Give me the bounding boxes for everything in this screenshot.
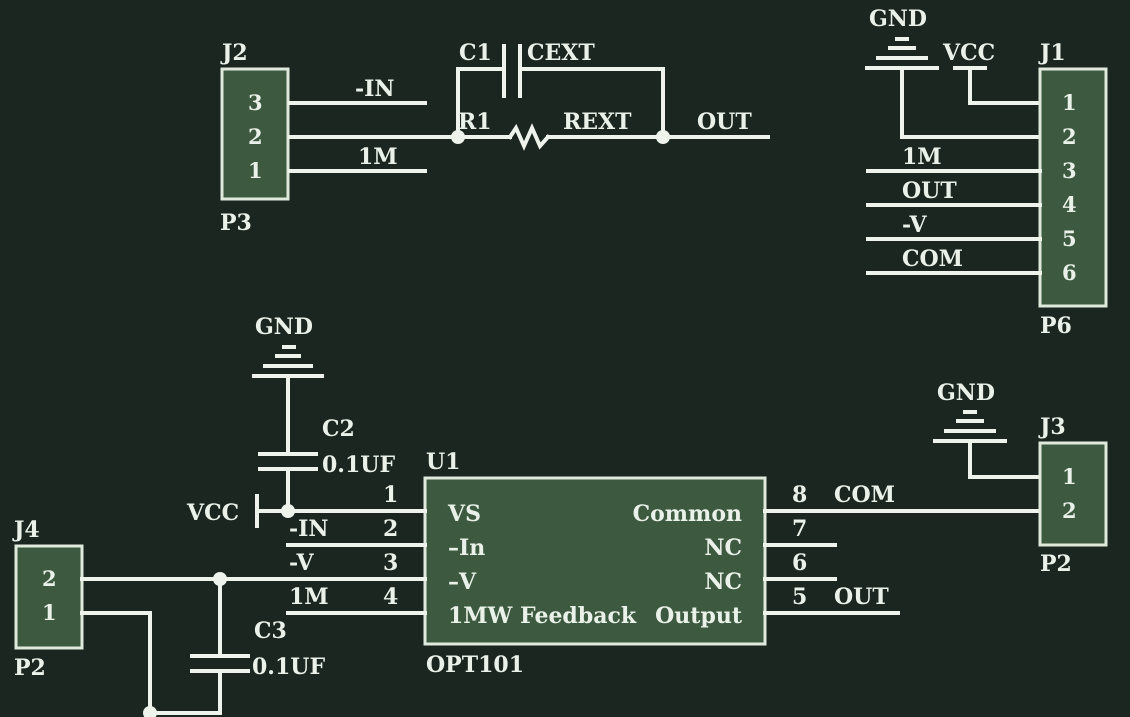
u1-pin-name: NC [704, 535, 742, 561]
u1-body [423, 476, 767, 646]
net-label-1m: 1M [358, 144, 398, 170]
connector-j2[interactable]: J2 P3 3 2 1 [220, 40, 290, 236]
j1-pin-label: 2 [1062, 124, 1077, 149]
capacitor-c1[interactable]: C1 CEXT [456, 40, 665, 139]
u1-net-label: -IN [289, 516, 329, 542]
u1-pin-name: VS [447, 501, 481, 527]
j1-wires [866, 169, 1042, 275]
j1-net-label: COM [902, 246, 963, 272]
u1-pin-number: 3 [383, 550, 398, 576]
u1-pin-number: 8 [792, 482, 807, 508]
net-label-minus-in: -IN [355, 76, 395, 102]
gnd-label: GND [869, 6, 927, 32]
capacitor-c3[interactable]: C3 0.1UF [190, 577, 325, 715]
j1-net-label: OUT [902, 178, 957, 204]
junction-dot [451, 130, 465, 144]
u1-pin-number: 7 [792, 516, 807, 542]
gnd-symbol-j1: GND [865, 6, 1042, 139]
j2-pin-label: 1 [248, 158, 263, 183]
u1-right-wires [763, 509, 1042, 615]
net-label-out: OUT [697, 109, 752, 135]
j1-body [1038, 67, 1108, 308]
junction-dot [143, 706, 157, 717]
c1-ref: C1 [459, 40, 492, 66]
c3-ref: C3 [254, 618, 287, 644]
u1-net-label: COM [834, 482, 895, 508]
j1-pin-label: 5 [1062, 226, 1077, 251]
vcc-label: VCC [942, 40, 995, 66]
j4-ref: J4 [12, 517, 40, 543]
u1-net-label: OUT [834, 584, 889, 610]
u1-pin-number: 6 [792, 550, 807, 576]
capacitor-c2[interactable]: C2 0.1UF [258, 374, 395, 513]
j4-body [14, 544, 84, 650]
u1-left-wires [286, 509, 427, 615]
resistor-r1[interactable]: R1 REXT [458, 109, 770, 151]
connector-j4[interactable]: J4 P2 2 1 [12, 517, 84, 681]
j3-body [1038, 441, 1108, 547]
j3-ref: J3 [1038, 414, 1066, 440]
j1-ref: J1 [1038, 40, 1066, 66]
j4-pin-label: 2 [42, 566, 57, 591]
c3-value: 0.1UF [252, 654, 325, 680]
j4-wires [80, 577, 290, 715]
j1-pin-label: 3 [1062, 158, 1077, 183]
j2-wires [288, 101, 512, 173]
u1-pin-number: 2 [383, 516, 398, 542]
j1-footprint: P6 [1040, 313, 1072, 339]
j3-pin-label: 2 [1062, 498, 1077, 523]
u1-pin-name: Output [655, 603, 743, 629]
j1-pin-label: 4 [1062, 192, 1077, 217]
u1-pin-name: –V [448, 569, 477, 595]
j1-pin-label: 6 [1062, 260, 1077, 285]
u1-pin-number: 1 [383, 482, 398, 508]
u1-pin-name: Common [633, 501, 742, 527]
u1-pin-name: NC [704, 569, 742, 595]
gnd-symbol-j3: GND [933, 380, 1042, 479]
r1-value: REXT [563, 109, 632, 135]
gnd-label: GND [937, 380, 995, 406]
u1-part: OPT101 [426, 652, 524, 678]
j4-pin-label: 1 [42, 600, 57, 625]
vcc-symbol-j1: VCC [942, 40, 1042, 105]
gnd-label: GND [255, 314, 313, 340]
gnd-symbol-c2: GND [252, 314, 324, 378]
r1-ref: R1 [458, 109, 492, 135]
c1-value: CEXT [527, 40, 595, 66]
j3-pin-label: 1 [1062, 464, 1077, 489]
u1-ref: U1 [426, 449, 461, 475]
j1-pin-label: 1 [1062, 90, 1077, 115]
u1-pin-number: 4 [383, 584, 398, 610]
c2-value: 0.1UF [322, 452, 395, 478]
vcc-label: VCC [186, 500, 239, 526]
j1-net-label: 1M [902, 144, 942, 170]
junction-dot [656, 130, 670, 144]
c2-ref: C2 [322, 416, 355, 442]
j1-net-label: -V [902, 212, 928, 238]
j2-footprint: P3 [220, 210, 252, 236]
u1-pin-name: –In [448, 535, 485, 561]
j2-body [220, 67, 290, 201]
j4-footprint: P2 [14, 655, 46, 681]
u1-pin-number: 5 [792, 584, 807, 610]
j2-pin-label: 2 [248, 124, 263, 149]
j3-footprint: P2 [1040, 551, 1072, 577]
connector-j3[interactable]: J3 P2 1 2 [1038, 414, 1108, 577]
connector-j1[interactable]: J1 P6 1 2 3 4 5 6 [1038, 40, 1108, 339]
ic-u1[interactable]: U1 OPT101 [423, 449, 767, 678]
j2-ref: J2 [220, 40, 248, 66]
u1-pin-name: 1MW Feedback [448, 603, 637, 629]
vcc-symbol-u1: VCC [186, 494, 290, 528]
u1-net-label: 1M [289, 584, 329, 610]
u1-net-label: -V [289, 550, 315, 576]
j2-pin-label: 3 [248, 90, 263, 115]
